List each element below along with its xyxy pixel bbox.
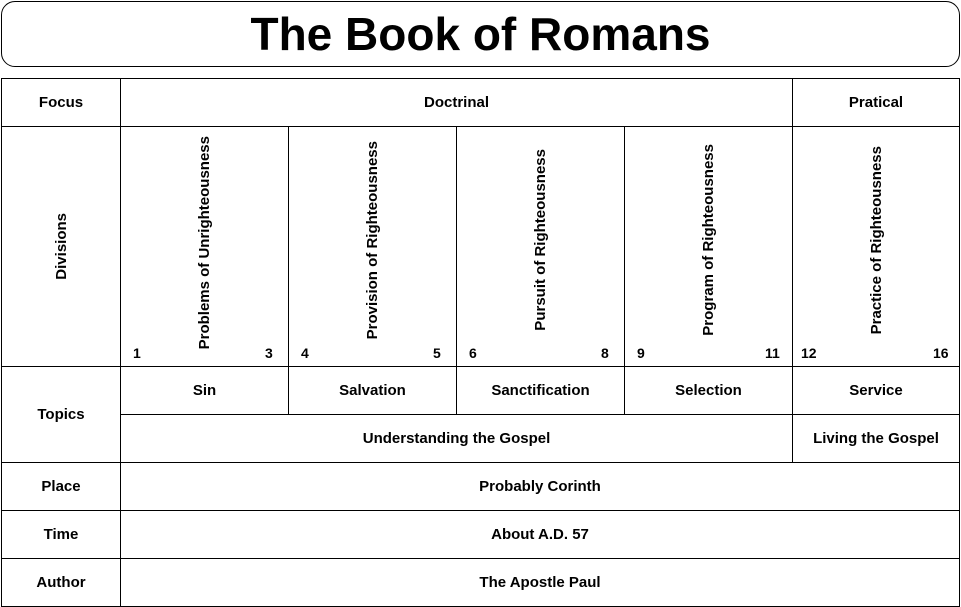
- topic: Sin: [120, 366, 289, 415]
- time-value: About A.D. 57: [120, 510, 960, 559]
- divisions-label-text: Divisions: [52, 213, 70, 280]
- theme-living: Living the Gospel: [792, 414, 960, 463]
- topic: Sanctification: [456, 366, 625, 415]
- theme-understanding: Understanding the Gospel: [120, 414, 793, 463]
- topic: Service: [792, 366, 960, 415]
- chapter-end: 11: [765, 345, 780, 361]
- label-time: Time: [1, 510, 121, 559]
- chapter-end: 16: [933, 345, 949, 361]
- chapter-end: 5: [433, 345, 441, 361]
- author-value: The Apostle Paul: [120, 558, 960, 607]
- chapter-end: 8: [601, 345, 609, 361]
- chapter-start: 4: [301, 345, 309, 361]
- topic: Selection: [624, 366, 793, 415]
- division-name: Practice of Righteousness: [867, 145, 885, 335]
- label-author: Author: [1, 558, 121, 607]
- label-place: Place: [1, 462, 121, 511]
- focus-practical: Pratical: [792, 78, 960, 127]
- page-title: The Book of Romans: [1, 1, 960, 67]
- chapter-start: 12: [801, 345, 817, 361]
- chapter-start: 6: [469, 345, 477, 361]
- chapter-start: 1: [133, 345, 141, 361]
- label-divisions: Divisions: [1, 126, 121, 367]
- topic: Salvation: [288, 366, 457, 415]
- division-name: Problems of Unrighteousness: [196, 136, 213, 350]
- label-topics: Topics: [1, 366, 121, 463]
- division-name: Provision of Righteousness: [364, 140, 381, 340]
- chapter-start: 9: [637, 345, 645, 361]
- chapter-end: 3: [265, 345, 273, 361]
- division-name: Pursuit of Righteousness: [532, 149, 549, 331]
- focus-doctrinal: Doctrinal: [120, 78, 793, 127]
- label-focus: Focus: [1, 78, 121, 127]
- division-name: Program of Righteousness: [700, 144, 717, 336]
- place-value: Probably Corinth: [120, 462, 960, 511]
